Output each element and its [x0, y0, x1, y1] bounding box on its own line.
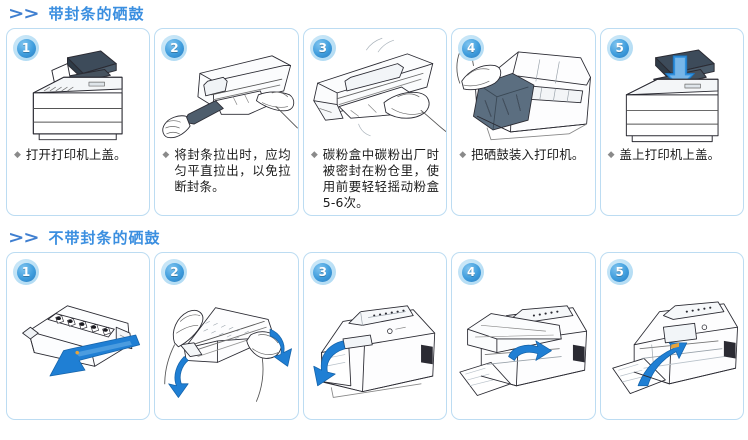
- illustration-cartridge-pull-arrow: [7, 253, 149, 419]
- step-caption: ◆ 将封条拉出时，应均匀平直拉出，以免拉断封条。: [155, 147, 297, 215]
- step-card[interactable]: 2: [154, 28, 299, 216]
- step-number-label: 2: [164, 262, 184, 282]
- step-number-badge: 3: [309, 35, 336, 61]
- illustration-open-front-cover: [304, 253, 446, 419]
- illustration-printer-top-cover-open: [7, 29, 149, 147]
- step-card-row-unsealed: 1: [0, 252, 748, 420]
- step-card[interactable]: 3: [302, 252, 448, 420]
- step-number-label: 5: [610, 38, 630, 58]
- step-card[interactable]: 1: [6, 252, 151, 420]
- step-number-badge: 1: [13, 259, 39, 285]
- step-caption: ◆ 打开打印机上盖。: [7, 147, 149, 215]
- chevron-right-icon: >>: [8, 227, 40, 248]
- step-card[interactable]: 4: [451, 252, 596, 420]
- step-number-badge: 2: [161, 35, 188, 61]
- illustration-hand-pulling-seal: [155, 29, 298, 147]
- step-number-badge: 3: [309, 259, 336, 285]
- step-text: 盖上打印机上盖。: [619, 147, 721, 162]
- section-header-sealed-cartridge: >> 带封条的硒鼓: [0, 0, 748, 28]
- step-caption: ◆ 把硒鼓装入打印机。: [452, 147, 594, 215]
- step-card[interactable]: 5: [599, 28, 745, 216]
- step-number-label: 4: [461, 38, 481, 58]
- illustration-cartridge-inserted: [452, 253, 594, 419]
- bullet-icon: ◆: [162, 150, 170, 160]
- step-caption: ◆ 盖上打印机上盖。: [601, 147, 743, 215]
- step-number-label: 4: [461, 262, 481, 282]
- bullet-icon: ◆: [14, 150, 21, 160]
- illustration-close-front-cover: [601, 253, 743, 419]
- section-title: 带封条的硒鼓: [48, 4, 145, 23]
- bullet-icon: ◆: [459, 150, 467, 160]
- step-text: 把硒鼓装入打印机。: [471, 147, 585, 162]
- step-card[interactable]: 3: [302, 28, 448, 216]
- step-text: 打开打印机上盖。: [25, 147, 127, 162]
- bullet-icon: ◆: [310, 150, 318, 160]
- step-number-badge: 5: [606, 35, 633, 61]
- step-card[interactable]: 5: [599, 252, 745, 420]
- step-card[interactable]: 4: [451, 28, 596, 216]
- illustration-shaking-cartridge: [304, 29, 447, 147]
- step-number-label: 3: [313, 262, 333, 282]
- step-number-badge: 4: [458, 35, 485, 61]
- step-number-label: 3: [313, 38, 333, 58]
- illustration-close-top-cover: [601, 29, 743, 147]
- step-number-badge: 1: [13, 35, 39, 61]
- illustration-rock-cartridge-arrows: [155, 253, 297, 419]
- step-number-label: 2: [164, 38, 184, 58]
- step-number-label: 5: [610, 262, 630, 282]
- step-card-row-sealed: 1: [0, 28, 748, 216]
- section-title: 不带封条的硒鼓: [48, 228, 161, 247]
- illustration-insert-cartridge: [452, 29, 594, 147]
- step-card[interactable]: 1: [6, 28, 151, 216]
- step-caption: ◆ 碳粉盒中碳粉出厂时被密封在粉仓里，使用前要轻轻摇动粉盒5-6次。: [304, 147, 446, 215]
- step-text: 碳粉盒中碳粉出厂时被密封在粉仓里，使用前要轻轻摇动粉盒5-6次。: [322, 147, 440, 210]
- section-header-unsealed-cartridge: >> 不带封条的硒鼓: [0, 224, 748, 252]
- bullet-icon: ◆: [607, 150, 615, 160]
- step-number-badge: 2: [161, 259, 188, 285]
- step-text: 将封条拉出时，应均匀平直拉出，以免拉断封条。: [174, 147, 291, 194]
- chevron-right-icon: >>: [8, 3, 40, 24]
- step-number-label: 1: [16, 38, 36, 58]
- step-number-badge: 4: [458, 259, 485, 285]
- step-number-label: 1: [16, 262, 36, 282]
- step-number-badge: 5: [606, 259, 633, 285]
- step-card[interactable]: 2: [154, 252, 299, 420]
